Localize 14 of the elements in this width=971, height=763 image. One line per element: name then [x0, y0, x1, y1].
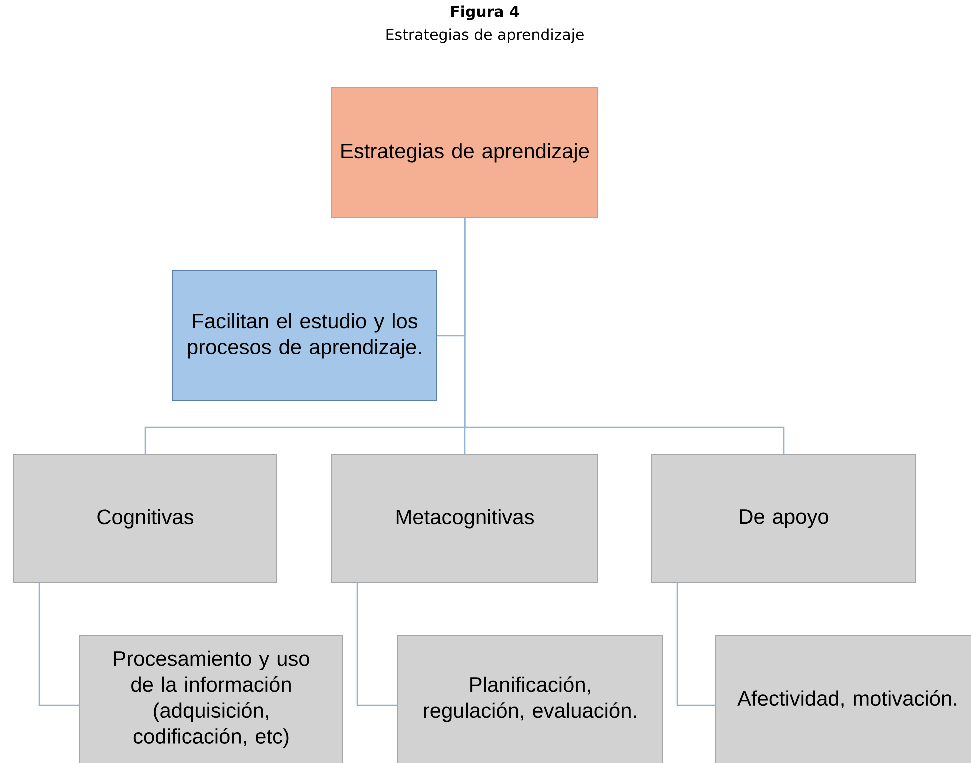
detail-box: Procesamiento y uso de la información (adquisición, codificación, etc) — [80, 636, 344, 763]
category-box: De apoyo — [652, 454, 916, 584]
figure-title: Figura 4 — [452, 6, 520, 20]
category-box: Cognitivas — [14, 454, 278, 584]
connector-line — [464, 218, 785, 454]
connector-line — [676, 584, 716, 706]
main-box: Estrategias de aprendizaje — [332, 88, 598, 218]
connector-line — [356, 584, 398, 706]
description-box: Facilitan el estudio y los procesos de aprendizaje. — [172, 270, 438, 402]
figure-caption: Estrategias de aprendizaje — [386, 28, 584, 44]
category-box: Metacognitivas — [332, 454, 598, 584]
connector-line — [38, 584, 80, 706]
detail-box: Planificación, regulación, evaluación. — [398, 636, 664, 763]
detail-box: Afectividad, motivación. — [716, 636, 971, 763]
